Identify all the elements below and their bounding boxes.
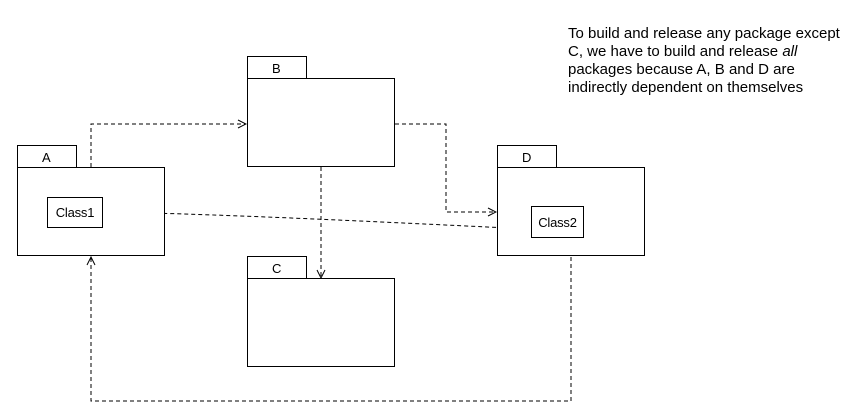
dependency-b-to-d xyxy=(395,123,496,212)
package-b[interactable] xyxy=(247,78,395,167)
package-a-label: A xyxy=(42,150,51,165)
dependency-a-to-b xyxy=(90,124,246,167)
package-d-tab: D xyxy=(497,145,557,168)
note-text-part1: To build and release any package except … xyxy=(568,25,840,60)
dependency-class2-to-class1 xyxy=(104,212,532,230)
annotation-note: To build and release any package except … xyxy=(568,25,843,97)
note-emphasis: all xyxy=(782,43,798,60)
class1-label: Class1 xyxy=(55,205,95,220)
package-c-label: C xyxy=(272,261,282,276)
class2-box[interactable]: Class2 xyxy=(531,206,584,238)
class2-label: Class2 xyxy=(538,214,577,230)
note-text-part2: packages because A, B and D are indirect… xyxy=(568,61,804,96)
package-b-tab: B xyxy=(247,56,307,79)
package-c-tab: C xyxy=(247,256,307,279)
package-b-label: B xyxy=(272,61,281,76)
package-c[interactable] xyxy=(247,278,395,367)
class1-box[interactable]: Class1 xyxy=(47,197,103,228)
package-d-label: D xyxy=(522,150,532,165)
package-a-tab: A xyxy=(17,145,77,168)
